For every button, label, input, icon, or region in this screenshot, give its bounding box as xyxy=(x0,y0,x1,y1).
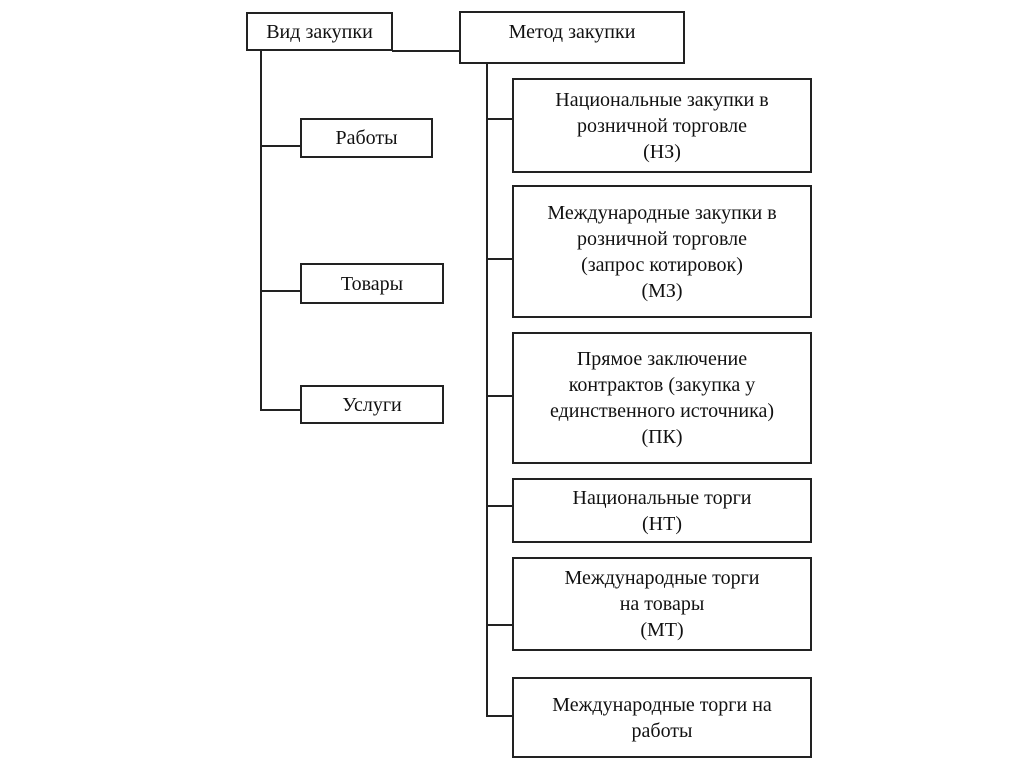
method-national-tender-box: Национальные торги (НТ) xyxy=(512,478,812,543)
connector-works xyxy=(260,145,301,147)
type-goods-box: Товары xyxy=(300,263,444,304)
method-international-retail-box: Международные закупки в розничной торгов… xyxy=(512,185,812,318)
procurement-type-label: Вид закупки xyxy=(266,20,373,43)
type-services-box: Услуги xyxy=(300,385,444,424)
procurement-type-box: Вид закупки xyxy=(246,12,393,51)
method-code: (МЗ) xyxy=(641,279,683,302)
method-line: контрактов (закупка у xyxy=(568,374,756,396)
type-works-label: Работы xyxy=(335,127,398,149)
connector-method-6 xyxy=(486,715,513,717)
method-line: работы xyxy=(631,719,693,742)
method-line: Международные закупки в xyxy=(547,201,777,224)
connector-goods xyxy=(260,290,301,292)
method-line: на товары xyxy=(619,593,705,615)
method-national-retail-box: Национальные закупки в розничной торговл… xyxy=(512,78,812,173)
method-code: (НЗ) xyxy=(643,140,681,163)
method-code: (НТ) xyxy=(642,512,682,535)
method-line: Национальные закупки в xyxy=(555,88,769,111)
connector-services xyxy=(260,409,301,411)
method-international-works-tender-box: Международные торги на работы xyxy=(512,677,812,758)
type-goods-label: Товары xyxy=(340,272,404,295)
type-works-box: Работы xyxy=(300,118,433,158)
method-line: Прямое заключение xyxy=(576,348,748,370)
connector-method-2 xyxy=(486,258,513,260)
method-line: розничной торговле xyxy=(577,114,747,137)
connector-type-method xyxy=(392,50,460,52)
method-code: (МТ) xyxy=(640,619,684,641)
connector-method-5 xyxy=(486,624,513,626)
method-line: (запрос котировок) xyxy=(581,253,743,276)
method-line: единственного источника) xyxy=(549,400,775,422)
connector-method-1 xyxy=(486,118,513,120)
method-direct-contract-box: Прямое заключение контрактов (закупка у … xyxy=(512,332,812,464)
method-international-goods-tender-box: Международные торги на товары (МТ) xyxy=(512,557,812,651)
procurement-method-box: Метод закупки xyxy=(459,11,685,64)
type-trunk-line xyxy=(260,49,262,411)
method-line: Международные торги xyxy=(564,567,760,589)
method-line: Национальные торги xyxy=(572,486,752,509)
method-line: Международные торги на xyxy=(552,693,772,716)
method-line: розничной торговле xyxy=(577,227,747,250)
method-trunk-line xyxy=(486,62,488,717)
connector-method-4 xyxy=(486,505,513,507)
procurement-method-label: Метод закупки xyxy=(508,21,636,43)
type-services-label: Услуги xyxy=(342,393,402,416)
connector-method-3 xyxy=(486,395,513,397)
method-code: (ПК) xyxy=(641,426,683,448)
